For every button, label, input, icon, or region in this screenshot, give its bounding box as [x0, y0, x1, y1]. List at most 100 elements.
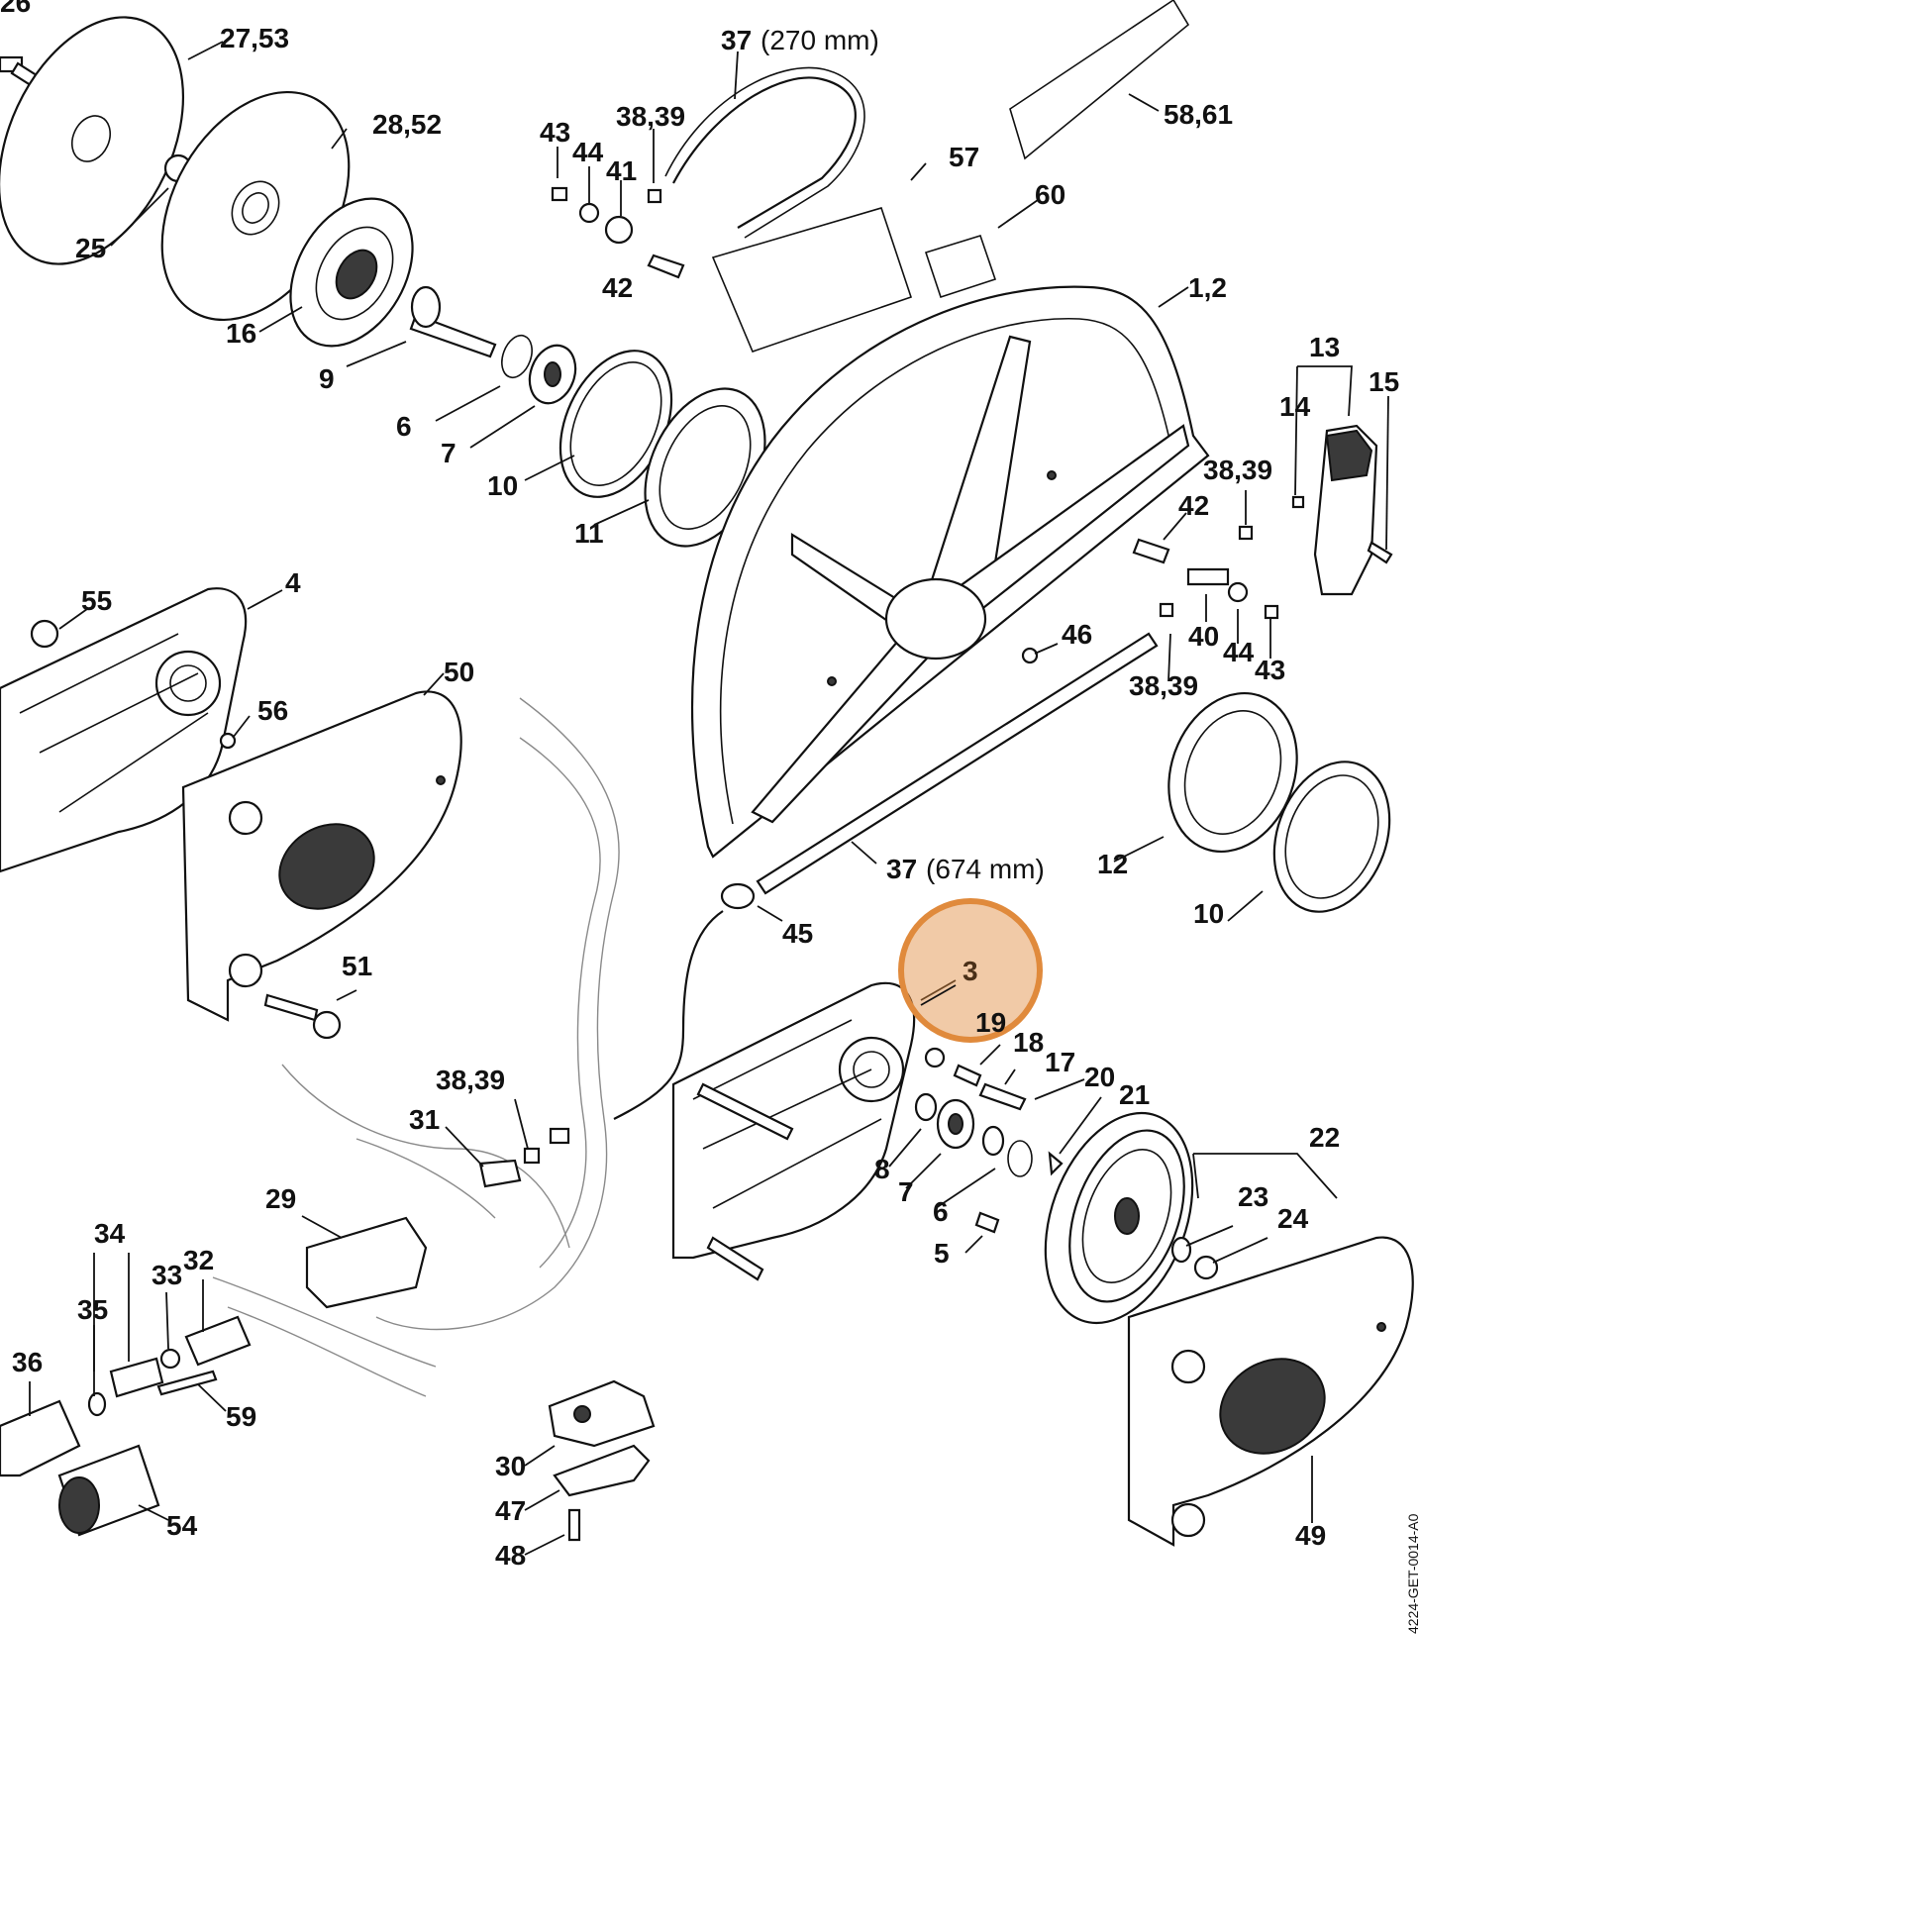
callout-label: 37 — [721, 25, 752, 55]
nut-24 — [1193, 1255, 1219, 1280]
water-fittings — [0, 1127, 570, 1537]
callout-label: 45 — [782, 918, 813, 949]
bolt-51 — [263, 993, 342, 1040]
callout-label: 21 — [1119, 1079, 1150, 1110]
callout-label: 17 — [1045, 1047, 1075, 1077]
callout-label: 57 — [949, 142, 979, 172]
callout-label: 44 — [572, 137, 604, 167]
hose-674mm — [756, 632, 1159, 895]
callout-label: 48 — [495, 1540, 526, 1571]
clamp-30 — [548, 1379, 656, 1448]
washer-23 — [1170, 1236, 1192, 1264]
ring-8 — [914, 1092, 938, 1122]
callout-label: 35 — [77, 1294, 108, 1325]
callout-label: 4 — [285, 567, 301, 598]
callout-label: 13 — [1309, 332, 1340, 362]
callout-label: 30 — [495, 1451, 526, 1481]
callout-label: 51 — [342, 951, 372, 981]
callout-label: 15 — [1369, 366, 1399, 397]
fitting-41 — [604, 215, 634, 245]
outer-flange — [0, 16, 185, 265]
pin-14 — [1291, 495, 1305, 509]
callout-label: 44 — [1223, 637, 1255, 667]
callout-label: 9 — [319, 363, 335, 394]
callout-label: 50 — [444, 657, 474, 687]
belt-guard-49 — [1127, 1236, 1414, 1547]
belt-pulley-22 — [1044, 1111, 1219, 1325]
circlip-6b — [1007, 1140, 1033, 1177]
cap-55 — [30, 619, 59, 649]
callout-label: 32 — [183, 1245, 214, 1275]
callout-label: 26 — [0, 0, 31, 18]
clamps — [548, 1379, 656, 1542]
decal-60 — [924, 235, 997, 299]
callout-label: 43 — [1255, 655, 1285, 685]
callout-note: (270 mm) — [761, 25, 879, 55]
callout-label: 49 — [1295, 1520, 1326, 1551]
nut-38-39-lower — [523, 1147, 541, 1165]
callout-label: 38,39 — [1203, 455, 1272, 485]
callout-label: 28,52 — [372, 109, 442, 140]
callout-label: 42 — [1178, 490, 1209, 521]
callout-label: 1,2 — [1188, 272, 1227, 303]
belt-guard-50 — [181, 690, 462, 1022]
callout-label: 7 — [441, 438, 456, 468]
callout-label: 8 — [874, 1154, 890, 1184]
callout-label: 46 — [1062, 619, 1092, 650]
callout-label: 11 — [574, 518, 604, 549]
callout-label: 25 — [75, 233, 106, 263]
ring-12 — [1167, 691, 1298, 854]
bracket-29 — [305, 1216, 428, 1309]
decal-57 — [711, 207, 913, 353]
highlight-marker — [898, 898, 1043, 1043]
callout-label: 23 — [1238, 1181, 1268, 1212]
highlight-label: 3 — [963, 956, 978, 986]
screw-43-top — [551, 186, 568, 202]
callout-label: 42 — [602, 272, 633, 303]
washer-33 — [159, 1348, 181, 1370]
bolt-17 — [978, 1082, 1027, 1111]
callout-label: 24 — [1277, 1203, 1309, 1234]
callout-label: 56 — [257, 695, 288, 726]
hose-clip-45 — [720, 882, 756, 910]
callout-label: 43 — [540, 117, 570, 148]
o-ring-35 — [87, 1391, 107, 1417]
callout-label: 7 — [898, 1176, 914, 1207]
callout-label: 41 — [606, 155, 637, 186]
callout-label: 55 — [81, 585, 112, 616]
handle-lever — [1291, 424, 1393, 596]
screw-56 — [219, 732, 237, 750]
valve-fittings-right — [1021, 525, 1279, 664]
clamp-47 — [553, 1444, 651, 1497]
callout-labels: 26 27,53 28,52 25 16 9 6 7 10 11 37 (270… — [0, 0, 1421, 1634]
callout-label: 29 — [265, 1183, 296, 1214]
callout-label: 31 — [409, 1104, 440, 1135]
callout-label: 34 — [94, 1218, 126, 1249]
valve-31 — [478, 1159, 522, 1188]
screw-5 — [974, 1211, 1000, 1234]
screw-15 — [1367, 541, 1393, 564]
callout-label: 18 — [1013, 1027, 1044, 1058]
callout-label: 54 — [166, 1510, 198, 1541]
screw-46 — [1021, 647, 1039, 664]
leader-lines — [29, 41, 1389, 1556]
callout-label: 6 — [396, 411, 412, 442]
spindle-shaft — [409, 285, 497, 358]
callout-label: 14 — [1279, 391, 1311, 422]
callout-label: 58,61 — [1164, 99, 1233, 130]
coupling-36 — [0, 1399, 81, 1477]
callout-label: 10 — [1193, 898, 1224, 929]
key-21 — [1048, 1151, 1064, 1176]
callout-label: 60 — [1035, 179, 1065, 210]
callout-label: 19 — [975, 1007, 1006, 1038]
bearing-bracket-3 — [671, 981, 916, 1281]
callout-note: (674 mm) — [926, 854, 1045, 884]
callout-label: 20 — [1084, 1062, 1115, 1092]
callout-label: 33 — [152, 1260, 182, 1290]
ring-20 — [981, 1125, 1005, 1157]
pulley-parts — [914, 1047, 1064, 1234]
callout-label: 27,53 — [220, 23, 289, 53]
screw-48 — [567, 1508, 581, 1542]
nipple-34 — [109, 1357, 164, 1398]
